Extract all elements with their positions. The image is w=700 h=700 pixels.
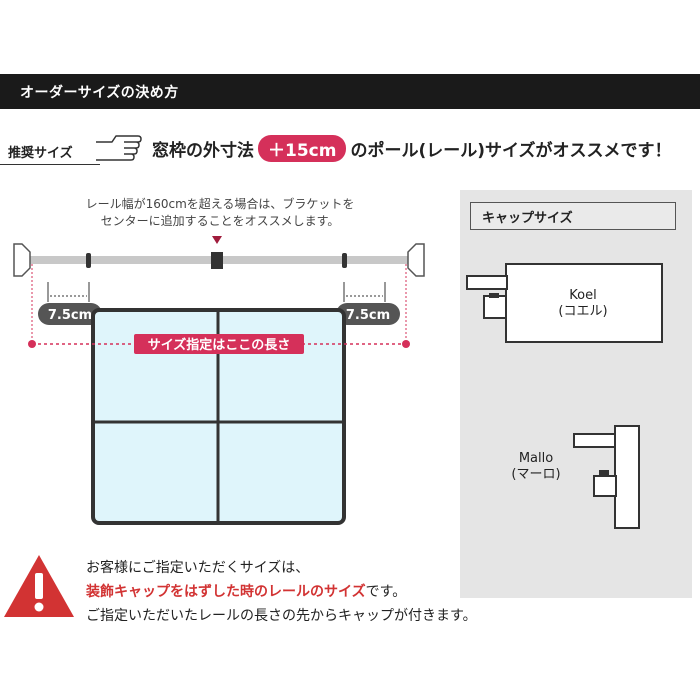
recommend-text-before: 窓枠の外寸法 xyxy=(152,141,254,161)
pointing-hand-icon xyxy=(96,135,142,161)
right-offset-pill xyxy=(336,303,400,325)
mallo-cap-diagram xyxy=(573,425,640,529)
right-end-cap xyxy=(407,243,425,277)
warning-icon xyxy=(4,555,74,617)
warning-line-3: ご指定いただいたレールの長さの先からキャップが付きます。 xyxy=(86,608,477,624)
warning-line-2-rest: です。 xyxy=(365,584,407,600)
mallo-name: Mallo xyxy=(518,451,554,466)
center-bracket xyxy=(211,252,223,269)
mallo-label: Mallo (マーロ) xyxy=(508,451,564,483)
warning-line-1: お客様にご指定いただくサイズは、 xyxy=(86,560,310,576)
rail-window-diagram: 7.5cm 7.5cm サイズ指定はここの長さ xyxy=(13,236,425,525)
recommend-label: 推奨サイズ xyxy=(8,146,73,161)
header-banner xyxy=(0,74,700,109)
right-offset-label: 7.5cm xyxy=(346,308,390,323)
bracket-note-line-1: レール幅が160cmを超える場合は、ブラケットを xyxy=(85,197,355,211)
size-label-box xyxy=(134,334,304,354)
koel-cap-diagram xyxy=(466,263,663,343)
bracket-note-line-2: センターに追加することをオススメします。 xyxy=(100,214,340,228)
recommend-text-after: のポール(レール)サイズがオススメです！ xyxy=(350,141,672,161)
koel-name: Koel xyxy=(569,288,597,303)
cap-size-title: キャップサイズ xyxy=(482,211,573,226)
bracket-note: レール幅が160cmを超える場合は、ブラケットを センターに追加することをオスス… xyxy=(50,196,390,230)
recommend-label-underline xyxy=(0,164,100,165)
warning-line-2: 装飾キャップをはずした時のレールのサイズです。 xyxy=(86,580,477,604)
plus-15cm-badge: ＋15cm xyxy=(258,135,347,162)
left-end-cap xyxy=(13,243,31,277)
left-offset-pill xyxy=(38,303,102,325)
right-bracket xyxy=(342,253,347,268)
cap-size-title-box xyxy=(470,202,676,230)
koel-kana: (コエル) xyxy=(558,304,608,319)
center-marker-icon xyxy=(212,236,222,244)
warning-text: お客様にご指定いただくサイズは、 装飾キャップをはずした時のレールのサイズです。… xyxy=(86,556,477,628)
left-offset-label: 7.5cm xyxy=(48,308,92,323)
koel-label: Koel (コエル) xyxy=(548,288,618,320)
section-title: オーダーサイズの決め方 xyxy=(20,85,179,101)
mallo-kana: (マーロ) xyxy=(511,467,561,482)
size-label: サイズ指定はここの長さ xyxy=(148,337,291,353)
warning-highlight: 装飾キャップをはずした時のレールのサイズ xyxy=(86,584,366,600)
left-bracket xyxy=(86,253,91,268)
cap-size-panel xyxy=(460,190,692,598)
